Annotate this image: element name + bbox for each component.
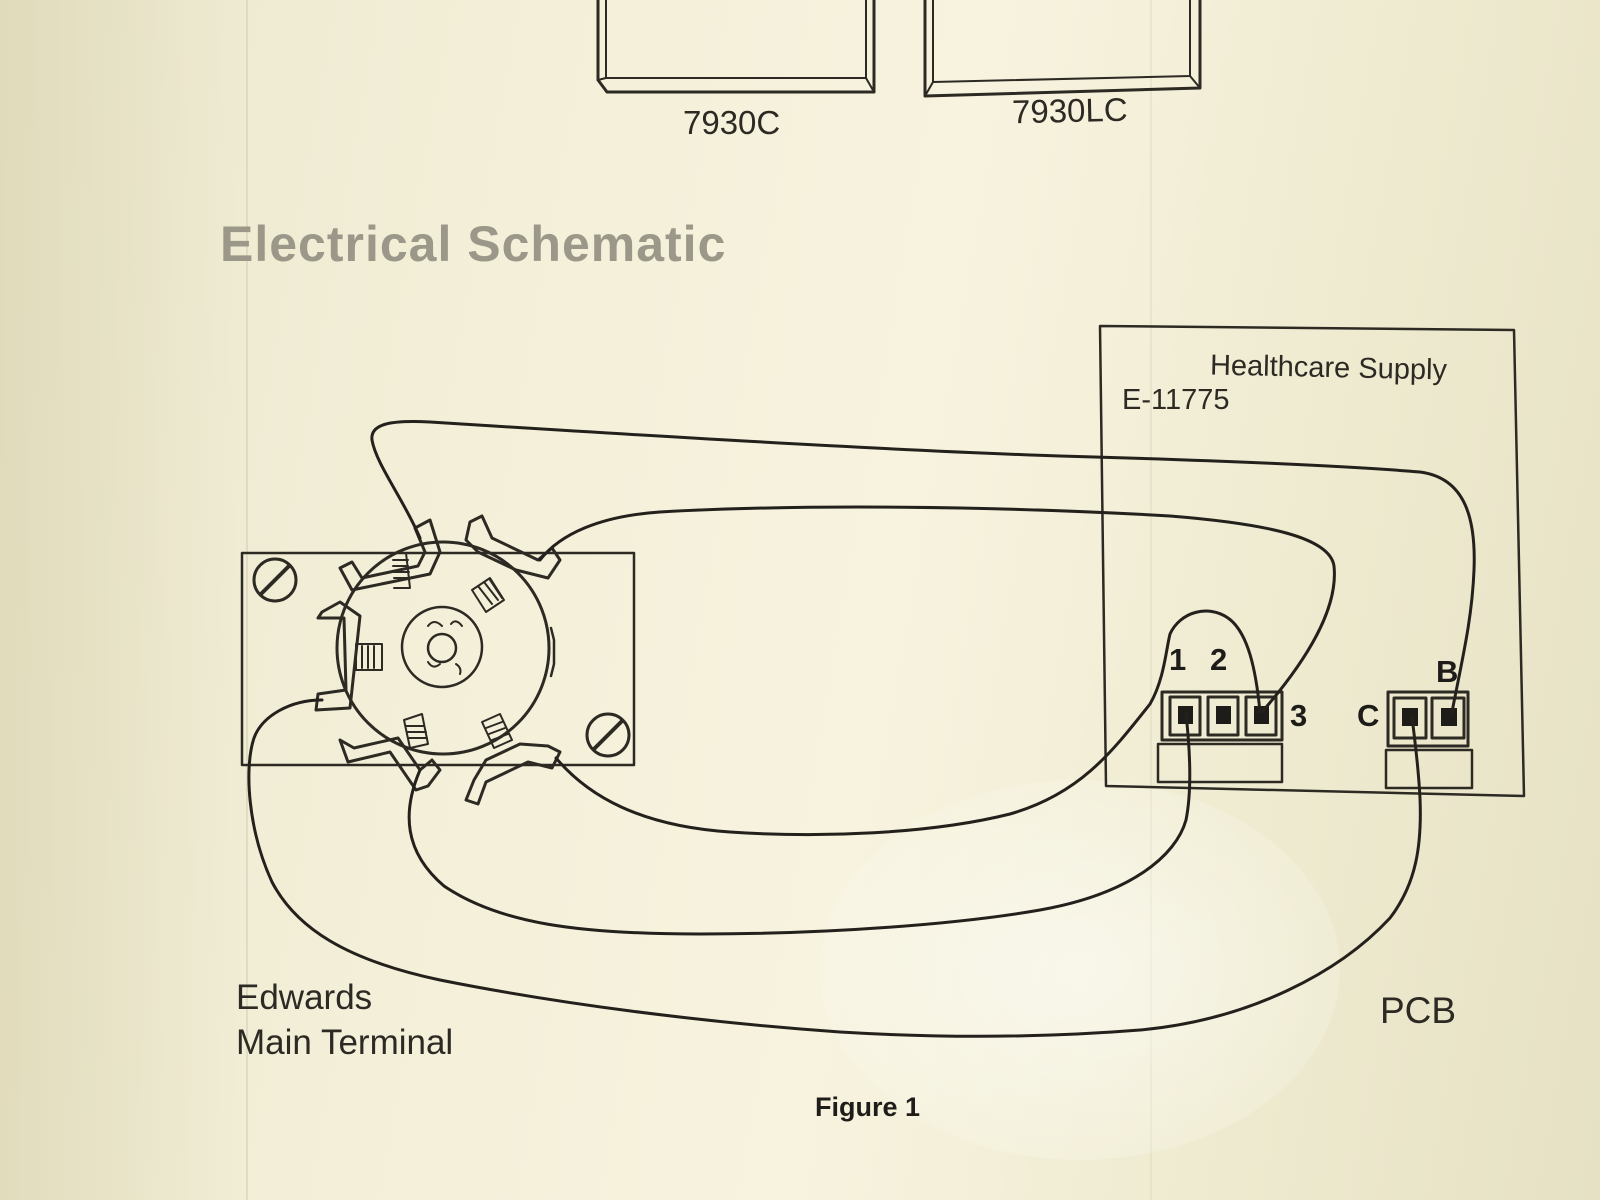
wire-left-to-terminal-c <box>247 698 1422 1038</box>
paper-fold-line <box>246 0 248 1200</box>
page-title: Electrical Schematic <box>220 216 727 272</box>
light-glare <box>820 780 1340 1160</box>
paper-shadow <box>0 0 250 1200</box>
terminal-label-2: 2 <box>1210 642 1228 677</box>
pcb-terminal-block-cb <box>1384 690 1474 790</box>
clip-terminal-upper-right <box>464 514 562 613</box>
clip-terminal-left <box>314 600 383 712</box>
mounting-screw-right <box>585 712 631 758</box>
socket-hub <box>400 605 484 689</box>
model-label-7930c: 7930C <box>683 104 781 141</box>
wire-lower-left-to-terminal-1 <box>407 712 1192 936</box>
terminal-label-3: 3 <box>1290 698 1308 733</box>
clip-terminal-lower-right <box>464 713 562 806</box>
edwards-label-line2: Main Terminal <box>236 1023 454 1062</box>
paper-fold-line-right <box>1150 0 1152 1200</box>
model-label-7930lc: 7930LC <box>1011 90 1128 131</box>
terminal-label-b: B <box>1436 654 1459 689</box>
pcb-terminal-block-123 <box>1156 690 1284 784</box>
healthcare-supply-label: Healthcare Supply <box>1209 349 1448 387</box>
wire-lower-right-to-terminal-2 <box>554 609 1262 837</box>
wire-upper-left-to-terminal-b <box>370 420 1476 714</box>
terminal-label-1: 1 <box>1169 642 1187 677</box>
device-7930lc-outline <box>923 0 1202 98</box>
terminal-screw-heads <box>1178 706 1457 726</box>
socket-ring <box>335 540 551 756</box>
clip-terminal-lower-left <box>338 713 442 792</box>
terminal-label-c: C <box>1357 698 1380 733</box>
mounting-screw-left <box>252 557 298 603</box>
device-7930c-outline <box>596 0 876 94</box>
edwards-label-line1: Edwards <box>236 978 373 1017</box>
edwards-terminal-plate <box>240 551 636 767</box>
wire-upper-right-to-terminal-3 <box>538 505 1336 714</box>
figure-caption: Figure 1 <box>815 1092 921 1122</box>
part-number-label: E-11775 <box>1122 384 1230 416</box>
healthcare-supply-box <box>1098 324 1526 798</box>
pcb-label: PCB <box>1380 990 1457 1031</box>
